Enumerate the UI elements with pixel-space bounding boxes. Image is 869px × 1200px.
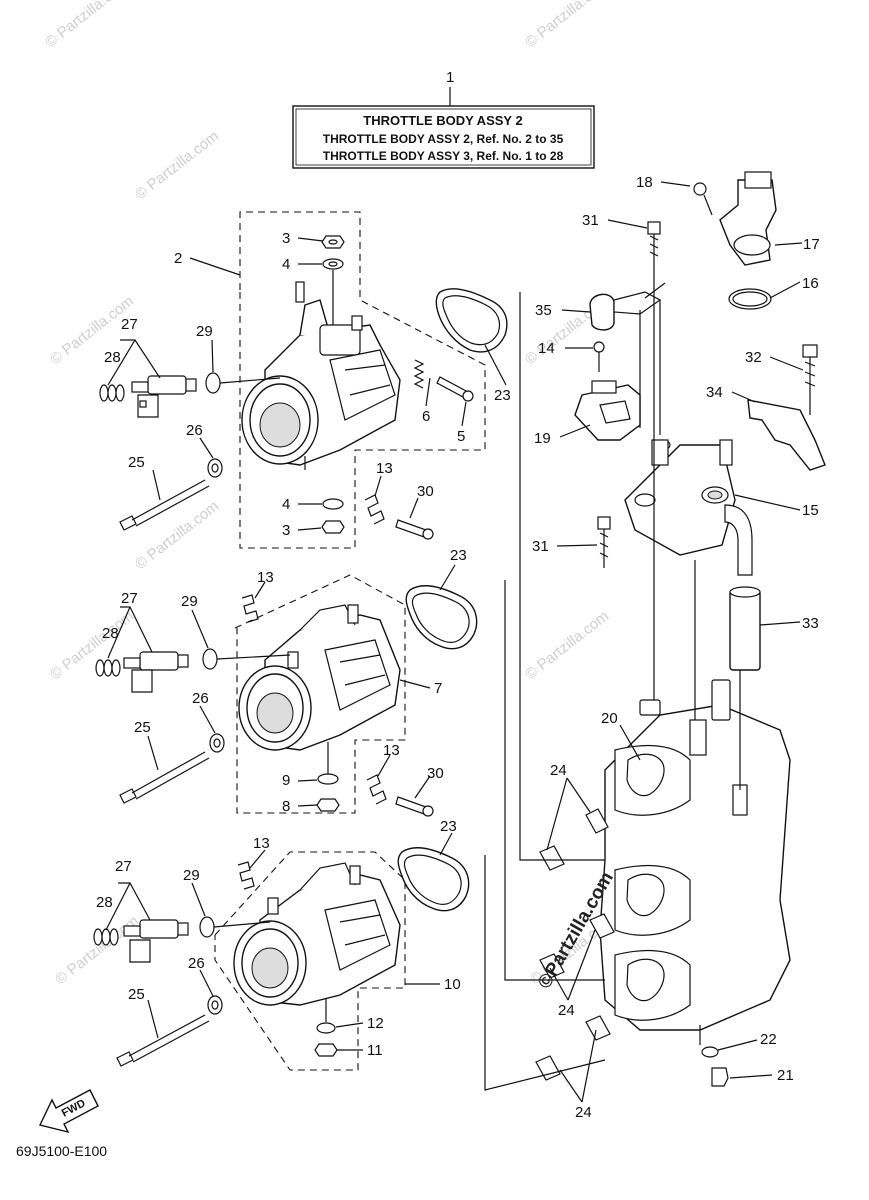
watermark: © Partzilla.com: [522, 0, 612, 51]
callout-13[interactable]: 13: [376, 460, 393, 477]
watermark: © Partzilla.com: [52, 913, 142, 989]
callout-28[interactable]: 28: [104, 349, 121, 366]
watermark: © Partzilla.com: [522, 608, 612, 684]
callout-35[interactable]: 35: [535, 302, 552, 319]
callout-28[interactable]: 28: [102, 625, 119, 642]
callout-12[interactable]: 12: [367, 1015, 384, 1032]
callout-3[interactable]: 3: [282, 522, 290, 539]
callout-17[interactable]: 17: [803, 236, 820, 253]
watermark: © Partzilla.com: [47, 608, 137, 684]
callouts: 2 3 4 27 29 28 6 5 23 26 25 13 30 4 3 18…: [96, 174, 820, 1121]
callout-5[interactable]: 5: [457, 428, 465, 445]
callout-23[interactable]: 23: [450, 547, 467, 564]
callout-14[interactable]: 14: [538, 340, 555, 357]
watermark: © Partzilla.com: [42, 0, 132, 51]
callout-9[interactable]: 9: [282, 772, 290, 789]
callout-27[interactable]: 27: [121, 590, 138, 607]
callout-4[interactable]: 4: [282, 496, 290, 513]
callout-10[interactable]: 10: [444, 976, 461, 993]
callout-33[interactable]: 33: [802, 615, 819, 632]
callout-3[interactable]: 3: [282, 230, 290, 247]
callout-4[interactable]: 4: [282, 256, 290, 273]
callout-32[interactable]: 32: [745, 349, 762, 366]
callout-16[interactable]: 16: [802, 275, 819, 292]
callout-13[interactable]: 13: [257, 569, 274, 586]
callout-25[interactable]: 25: [134, 719, 151, 736]
callout-23[interactable]: 23: [494, 387, 511, 404]
fwd-arrow-icon: FWD: [38, 1089, 99, 1134]
callout-8[interactable]: 8: [282, 798, 290, 815]
infobox-title: THROTTLE BODY ASSY 2: [363, 113, 522, 128]
callout-34[interactable]: 34: [706, 384, 723, 401]
callout-27[interactable]: 27: [115, 858, 132, 875]
callout-18[interactable]: 18: [636, 174, 653, 191]
callout-7[interactable]: 7: [434, 680, 442, 697]
callout-29[interactable]: 29: [196, 323, 213, 340]
callout-30[interactable]: 30: [417, 483, 434, 500]
leader-lines: [105, 181, 804, 1103]
callout-29[interactable]: 29: [183, 867, 200, 884]
throttle-body-assembly-bottom: [93, 847, 470, 1071]
callout-25[interactable]: 25: [128, 454, 145, 471]
callout-24[interactable]: 24: [558, 1002, 575, 1019]
infobox-line-3: THROTTLE BODY ASSY 3, Ref. No. 1 to 28: [323, 149, 564, 163]
throttle-body-assembly-top: [99, 211, 508, 549]
callout-23[interactable]: 23: [440, 818, 457, 835]
callout-31[interactable]: 31: [532, 538, 549, 555]
callout-27[interactable]: 27: [121, 316, 138, 333]
callout-13[interactable]: 13: [383, 742, 400, 759]
callout-24[interactable]: 24: [550, 762, 567, 779]
callout-26[interactable]: 26: [192, 690, 209, 707]
infobox-line-2: THROTTLE BODY ASSY 2, Ref. No. 2 to 35: [323, 132, 564, 146]
callout-24[interactable]: 24: [575, 1104, 592, 1121]
throttle-body-assembly-middle: [95, 574, 478, 817]
callout-28[interactable]: 28: [96, 894, 113, 911]
callout-20[interactable]: 20: [601, 710, 618, 727]
callout-22[interactable]: 22: [760, 1031, 777, 1048]
callout-15[interactable]: 15: [802, 502, 819, 519]
watermark: © Partzilla.com: [132, 128, 222, 204]
callout-26[interactable]: 26: [186, 422, 203, 439]
watermark: © Partzilla.com: [132, 498, 222, 574]
callout-25[interactable]: 25: [128, 986, 145, 1003]
callout-29[interactable]: 29: [181, 593, 198, 610]
callout-6[interactable]: 6: [422, 408, 430, 425]
callout-2[interactable]: 2: [174, 250, 182, 267]
callout-26[interactable]: 26: [188, 955, 205, 972]
infobox: 1 THROTTLE BODY ASSY 2 THROTTLE BODY ASS…: [292, 69, 595, 169]
callout-30[interactable]: 30: [427, 765, 444, 782]
callout-1[interactable]: 1: [446, 69, 454, 86]
callout-31[interactable]: 31: [582, 212, 599, 229]
callout-19[interactable]: 19: [534, 430, 551, 447]
callout-11[interactable]: 11: [367, 1042, 383, 1059]
diagram-code: 69J5100-E100: [16, 1143, 107, 1159]
callout-21[interactable]: 21: [777, 1067, 794, 1084]
callout-13[interactable]: 13: [253, 835, 270, 852]
